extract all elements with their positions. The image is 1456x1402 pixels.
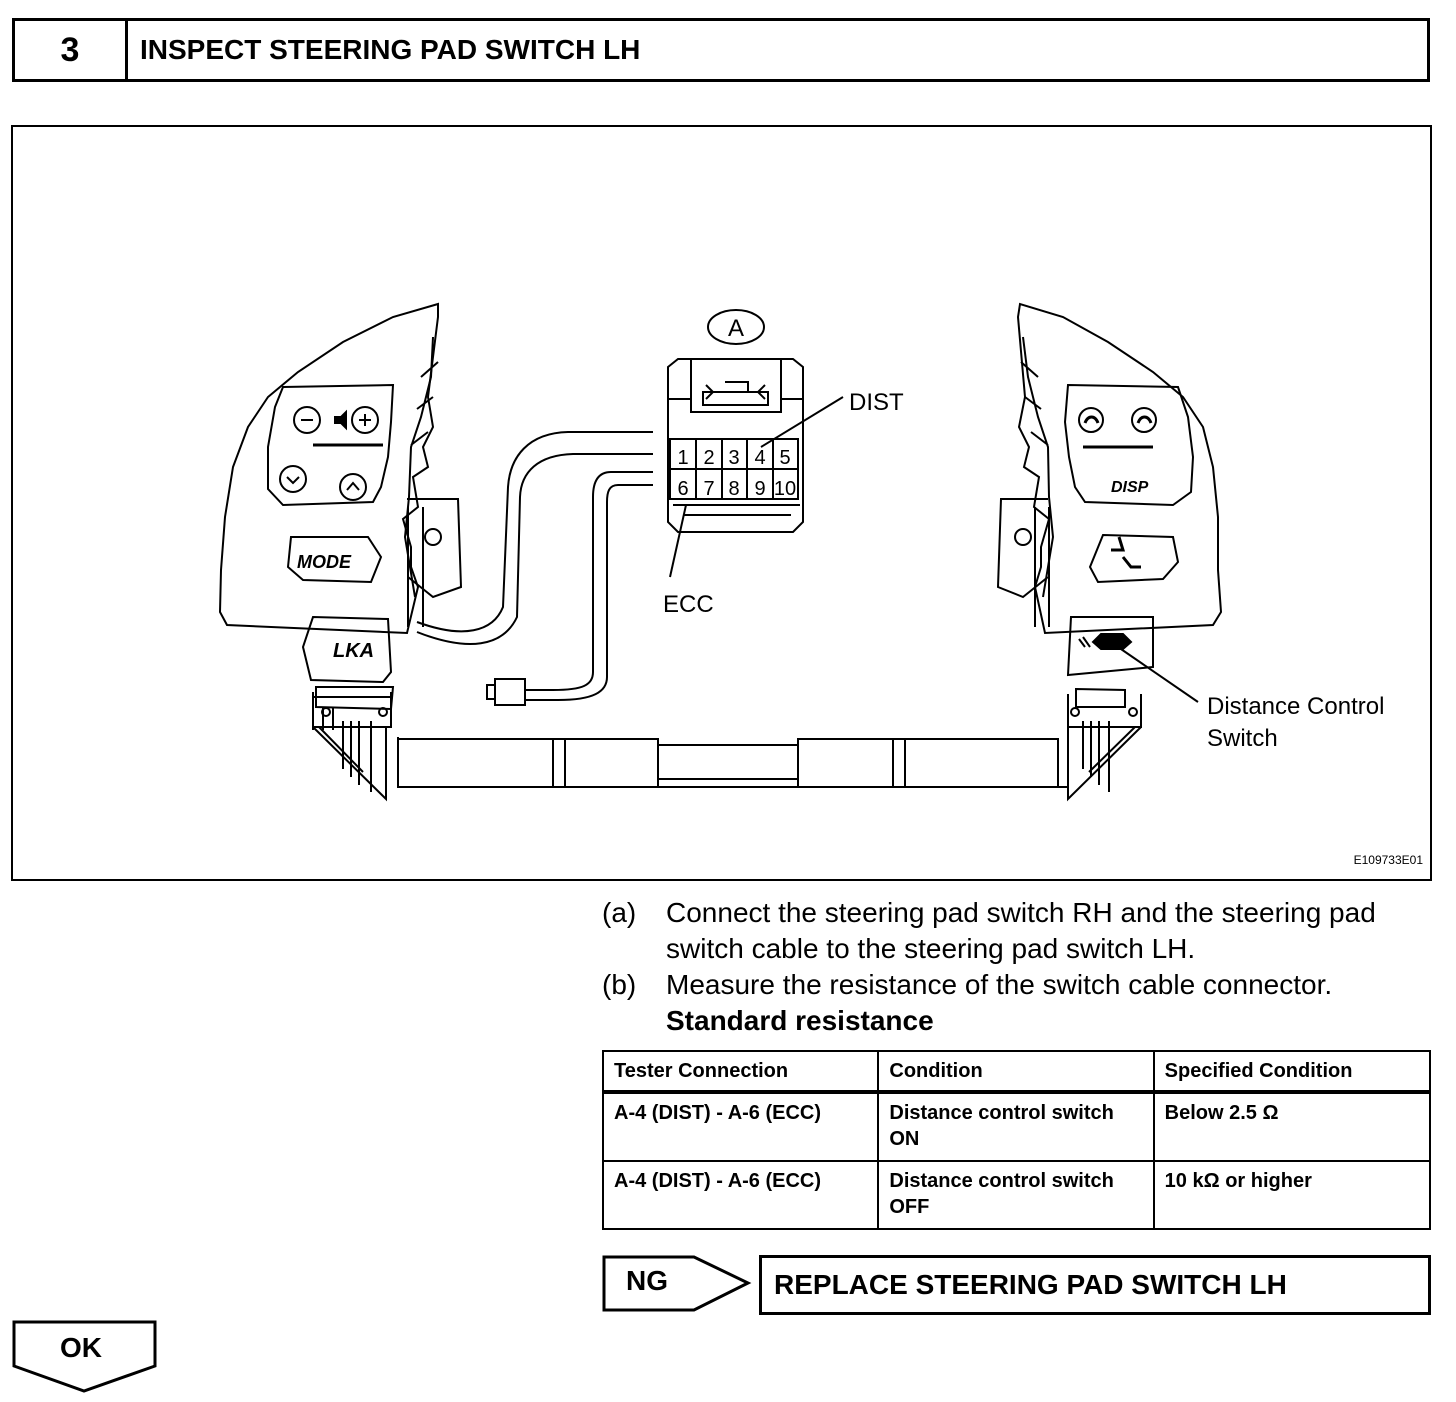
table-cell: Below 2.5 Ω <box>1152 1091 1432 1162</box>
pin-9: 9 <box>754 478 765 500</box>
standard-label: Standard resistance <box>666 1005 934 1036</box>
ng-arrow-badge <box>602 1255 752 1312</box>
instructions: (a) Connect the steering pad switch RH a… <box>602 895 1432 1039</box>
connector-a-label: A <box>728 315 744 342</box>
table-row: A-4 (DIST) - A-6 (ECC) Distance control … <box>601 1160 1432 1230</box>
illustration-code: E109733E01 <box>1354 853 1424 867</box>
pin-4: 4 <box>754 447 765 469</box>
instruction-letter: (b) <box>602 969 637 1000</box>
table-header-cell: Tester Connection <box>601 1050 880 1094</box>
instruction-b: (b) Measure the resistance of the switch… <box>602 967 1432 1003</box>
ng-label: NG <box>626 1265 668 1296</box>
pin-10: 10 <box>774 478 796 500</box>
right-switch-drawing <box>996 302 1223 802</box>
pin-7: 7 <box>703 478 714 500</box>
distance-switch-callout-line2: Switch <box>1207 725 1278 752</box>
ok-label: OK <box>60 1332 102 1363</box>
disp-button-label: DISP <box>1111 479 1149 496</box>
ng-action-box: REPLACE STEERING PAD SWITCH LH <box>759 1255 1431 1315</box>
pin-2: 2 <box>703 447 714 469</box>
instruction-text: Connect the steering pad switch RH and t… <box>666 897 1376 964</box>
distance-switch-callout-line1: Distance Control <box>1207 693 1384 720</box>
connector-a-drawing <box>667 309 844 578</box>
step-header: 3 INSPECT STEERING PAD SWITCH LH <box>12 18 1430 82</box>
ng-action-text: REPLACE STEERING PAD SWITCH LH <box>774 1269 1287 1300</box>
pin-8: 8 <box>728 478 739 500</box>
ok-arrow-badge <box>12 1320 157 1393</box>
pin-1: 1 <box>677 447 688 469</box>
instruction-text: Measure the resistance of the switch cab… <box>666 969 1333 1000</box>
instruction-letter: (a) <box>602 897 637 928</box>
illustration-svg: A 1 2 3 4 5 6 7 8 9 10 DIST ECC Distance… <box>218 302 1424 867</box>
pin-5: 5 <box>779 447 790 469</box>
table-row: A-4 (DIST) - A-6 (ECC) Distance control … <box>601 1091 1432 1162</box>
step-number: 3 <box>15 21 128 79</box>
steering-switch-illustration: A 1 2 3 4 5 6 7 8 9 10 DIST ECC Distance… <box>11 125 1432 881</box>
step-title: INSPECT STEERING PAD SWITCH LH <box>140 34 641 65</box>
lka-button-label: LKA <box>333 640 374 662</box>
table-cell: A-4 (DIST) - A-6 (ECC) <box>601 1160 880 1230</box>
pin-6: 6 <box>677 478 688 500</box>
dist-callout: DIST <box>849 389 904 416</box>
instruction-a: (a) Connect the steering pad switch RH a… <box>602 895 1432 967</box>
table-cell: A-4 (DIST) - A-6 (ECC) <box>601 1091 880 1162</box>
table-header-cell: Condition <box>877 1050 1155 1094</box>
ecc-callout: ECC <box>663 591 714 618</box>
resistance-table: Tester Connection Condition Specified Co… <box>601 1050 1432 1230</box>
pin-3: 3 <box>728 447 739 469</box>
table-cell: Distance control switch OFF <box>877 1160 1155 1230</box>
left-switch-drawing <box>218 302 463 802</box>
table-cell: Distance control switch ON <box>877 1091 1155 1162</box>
table-cell: 10 kΩ or higher <box>1152 1160 1432 1230</box>
mode-button-label: MODE <box>297 552 352 572</box>
table-header-row: Tester Connection Condition Specified Co… <box>601 1050 1432 1094</box>
table-header-cell: Specified Condition <box>1152 1050 1432 1094</box>
